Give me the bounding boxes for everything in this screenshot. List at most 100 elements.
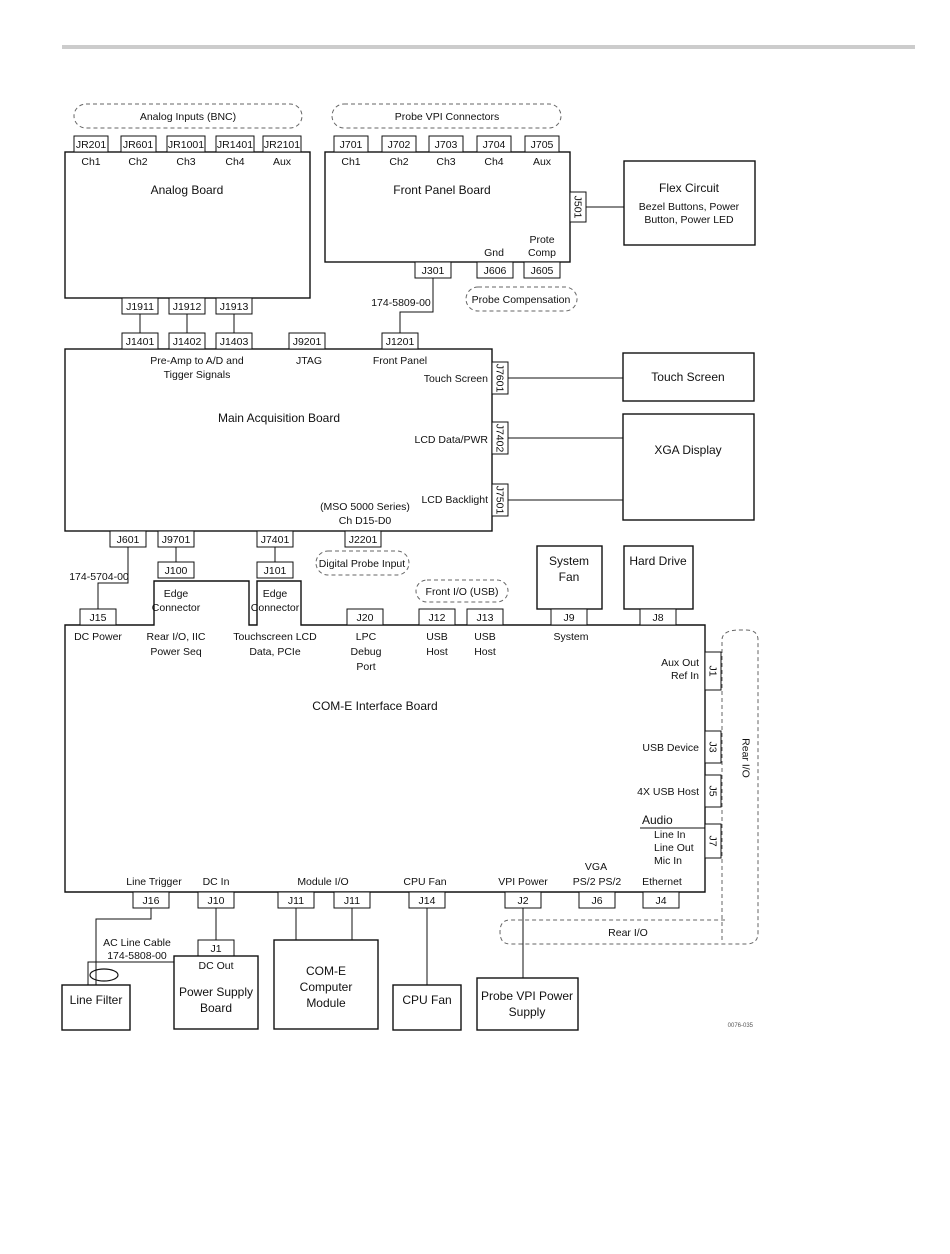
xga-display-title: XGA Display	[654, 443, 721, 457]
com-e-interface-board	[64, 580, 706, 893]
mso-label-1: (MSO 5000 Series)	[320, 501, 410, 513]
connector-j16-label: J16	[143, 895, 160, 907]
connector-j601-label: J601	[117, 534, 140, 546]
cable-174-5809-label: 174-5809-00	[371, 297, 431, 309]
analog-aux-label: Aux	[273, 156, 292, 168]
connector-j4	[642, 891, 680, 909]
line-filter-title: Line Filter	[70, 993, 123, 1007]
lpc-label-3: Port	[356, 661, 375, 673]
connector-j605	[523, 261, 561, 279]
lpc-label-1: LPC	[356, 631, 377, 643]
probe-vpi-label: Probe VPI Connectors	[395, 111, 499, 123]
touchscreen-lcd-label-1: Touchscreen LCD	[233, 631, 317, 643]
connector-j2201-label: J2201	[349, 534, 378, 546]
connector-j702-label: J702	[388, 139, 411, 151]
dc-out-label: DC Out	[198, 960, 233, 972]
connector-j704	[476, 135, 512, 153]
connector-jr2101	[262, 135, 302, 153]
connector-j1	[704, 651, 722, 691]
front-io-usb-group	[415, 579, 509, 603]
lcd-data-port-label: LCD Data/PWR	[414, 434, 488, 446]
connector-j12-label: J12	[429, 612, 446, 624]
rear-io-side-group	[499, 629, 759, 945]
connector-j6	[578, 891, 616, 909]
connector-jr1001	[166, 135, 206, 153]
ethernet-label: Ethernet	[642, 876, 682, 888]
connector-j20	[346, 608, 384, 626]
vga-label: VGA	[585, 861, 607, 873]
ac-line-label-1: AC Line Cable	[103, 937, 171, 949]
cpu-fan-port-label: CPU Fan	[403, 876, 446, 888]
connector-j702	[381, 135, 417, 153]
power-supply-title-2: Board	[200, 1001, 232, 1015]
connector-jr1001-label: JR1001	[168, 139, 204, 151]
connector-j101	[256, 561, 294, 579]
connector-j15	[79, 608, 117, 626]
connector-j9-label: J9	[563, 612, 574, 624]
edge-connector-2-line2: Connector	[251, 602, 300, 614]
analog-inputs-label: Analog Inputs (BNC)	[140, 111, 236, 123]
connector-j13	[466, 608, 504, 626]
connector-j705-label: J705	[531, 139, 554, 151]
power-supply-title-1: Power Supply	[179, 985, 253, 999]
connector-j4-label: J4	[655, 895, 666, 907]
connector-j3-label: J3	[707, 741, 719, 752]
aux-out-label: Aux Out	[661, 657, 699, 669]
connector-j1402	[168, 332, 206, 350]
figure-code: 0076-035	[728, 1023, 754, 1029]
front-panel-board	[324, 151, 571, 263]
connector-j11-b-label: J11	[344, 895, 360, 907]
digital-probe-input-group	[315, 550, 410, 576]
usb-host-2-label-1: USB	[474, 631, 496, 643]
connector-j15-label: J15	[90, 612, 107, 624]
connector-jr2101-label: JR2101	[264, 139, 300, 151]
system-port-label: System	[553, 631, 588, 643]
connector-j6-label: J6	[591, 895, 602, 907]
ac-line-label-2: 174-5808-00	[107, 950, 167, 962]
module-io-label: Module I/O	[297, 876, 348, 888]
usb-device-label: USB Device	[642, 742, 699, 754]
line-out-label: Line Out	[654, 842, 694, 854]
probe-vpi-power-title-1: Probe VPI Power	[481, 989, 573, 1003]
connector-j5	[704, 774, 722, 808]
com-e-module-title-2: Computer	[300, 980, 353, 994]
connector-j501-label: J501	[572, 196, 584, 219]
connector-jr1401	[215, 135, 255, 153]
analog-board	[64, 151, 311, 299]
connector-j701	[333, 135, 369, 153]
com-e-interface-title: COM-E Interface Board	[312, 699, 437, 713]
connector-j100	[157, 561, 195, 579]
connector-j1403	[215, 332, 253, 350]
connector-j5-label: J5	[707, 785, 719, 796]
preamp-label-1: Pre-Amp to A/D and	[150, 355, 244, 367]
connector-j1403-label: J1403	[220, 336, 249, 348]
flex-circuit-desc-2: Button, Power LED	[644, 214, 734, 226]
connector-j11-a-label: J11	[288, 895, 304, 907]
connector-j703-label: J703	[435, 139, 458, 151]
analog-ch2-label: Ch2	[128, 156, 147, 168]
connector-j12	[418, 608, 456, 626]
mic-in-label: Mic In	[654, 855, 682, 867]
connector-jr601-label: JR601	[123, 139, 154, 151]
usb-host-1-label-2: Host	[426, 646, 448, 658]
probe-compensation-label: Probe Compensation	[472, 294, 571, 306]
rear-io-iic-label-2: Power Seq	[150, 646, 202, 658]
cpu-fan-box	[392, 984, 462, 1031]
power-supply-board	[173, 955, 259, 1030]
line-trigger-label: Line Trigger	[126, 876, 182, 888]
touch-screen-title: Touch Screen	[651, 370, 724, 384]
connector-j605-label: J605	[531, 265, 554, 277]
header-rule	[62, 45, 915, 49]
connector-j7402-label: J7402	[494, 424, 506, 453]
touchscreen-lcd-label-2: Data, PCIe	[249, 646, 301, 658]
connector-j8-label: J8	[652, 612, 663, 624]
touch-screen-port-label: Touch Screen	[424, 373, 488, 385]
front-io-usb-label: Front I/O (USB)	[426, 586, 499, 598]
com-e-module-title-1: COM-E	[306, 964, 346, 978]
wire-j601-j15	[97, 547, 129, 609]
probe-compensation-group	[465, 286, 578, 312]
connector-j1912-label: J1912	[173, 301, 202, 313]
connector-j101-label: J101	[264, 565, 287, 577]
connector-j1911-label: J1911	[126, 301, 154, 313]
